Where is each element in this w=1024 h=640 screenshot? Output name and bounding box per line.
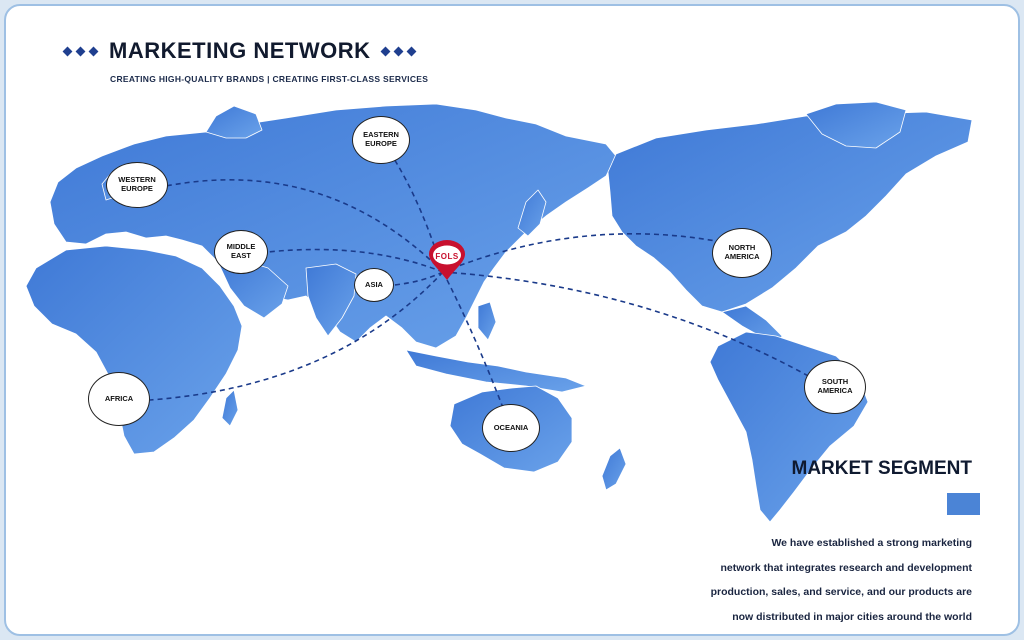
region-oceania: OCEANIA bbox=[482, 404, 540, 452]
route-south-america bbox=[442, 271, 813, 379]
route-western-europe bbox=[165, 179, 444, 273]
hub-label: FOLS bbox=[435, 252, 459, 261]
eurasia-landmass bbox=[49, 103, 617, 349]
market-segment-swatch bbox=[947, 493, 980, 515]
region-middle-east: MIDDLE EAST bbox=[214, 230, 268, 274]
hub-pin-icon: FOLS bbox=[426, 240, 468, 282]
madagascar bbox=[221, 389, 239, 427]
route-middle-east bbox=[267, 248, 444, 273]
page-subtitle: CREATING HIGH-QUALITY BRANDS | CREATING … bbox=[110, 74, 429, 84]
description-line: production, sales, and service, and our … bbox=[710, 586, 972, 598]
right-diamonds-icon bbox=[381, 46, 417, 56]
india bbox=[305, 263, 357, 337]
route-asia bbox=[393, 271, 444, 286]
region-africa: AFRICA bbox=[88, 372, 150, 426]
philippines bbox=[477, 301, 497, 341]
region-asia: ASIA bbox=[354, 268, 394, 302]
market-segment-description: We have established a strong marketing n… bbox=[612, 531, 972, 629]
region-north-america: NORTH AMERICA bbox=[712, 228, 772, 278]
region-western-europe: WESTERN EUROPE bbox=[106, 162, 168, 208]
market-segment-title: MARKET SEGMENT bbox=[791, 458, 973, 479]
africa bbox=[25, 245, 243, 455]
region-south-america: SOUTH AMERICA bbox=[804, 360, 866, 414]
route-africa bbox=[149, 271, 444, 401]
description-line: network that integrates research and dev… bbox=[720, 561, 973, 574]
description-line: We have established a strong marketing bbox=[771, 537, 972, 549]
new-zealand bbox=[601, 447, 627, 491]
region-eastern-europe: EASTERN EUROPE bbox=[352, 116, 410, 164]
japan bbox=[517, 189, 547, 237]
header: MARKETING NETWORK bbox=[62, 38, 417, 64]
page-title: MARKETING NETWORK bbox=[109, 38, 371, 63]
scandinavia bbox=[205, 105, 263, 139]
north-america bbox=[607, 111, 973, 313]
greenland bbox=[805, 101, 907, 149]
description-line: now distributed in major cities around t… bbox=[732, 610, 972, 623]
left-diamonds-icon bbox=[62, 46, 99, 56]
indonesia bbox=[405, 349, 587, 393]
map-frame: MARKETING NETWORK CREATING HIGH-QUALITY … bbox=[4, 4, 1020, 636]
